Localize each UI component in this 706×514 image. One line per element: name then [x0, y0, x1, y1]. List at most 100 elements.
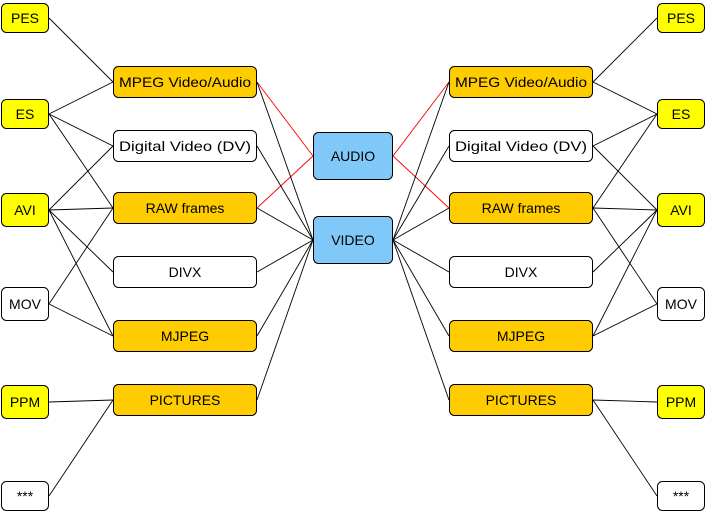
node-box-more-left — [1, 481, 49, 511]
node-label-mov-left: MOV — [9, 296, 42, 312]
node-box-dv-left — [113, 130, 257, 162]
node-mpeg-right: MPEG Video/Audio — [449, 66, 593, 98]
edge-mpeg-right-to-es-right — [592, 81, 658, 115]
node-box-pictures-right — [449, 384, 593, 416]
node-mjpeg-left: MJPEG — [113, 320, 257, 352]
node-box-divx-left — [113, 256, 257, 288]
edge-raw-right-to-avi-right — [592, 207, 658, 211]
node-label-dv-left: Digital Video (DV) — [119, 138, 251, 154]
node-label-mpeg-right: MPEG Video/Audio — [455, 74, 587, 90]
node-box-raw-right — [449, 192, 593, 224]
node-dv-right: Digital Video (DV) — [449, 130, 593, 162]
node-audio: AUDIO — [313, 132, 393, 180]
node-label-pes-left: PES — [11, 10, 39, 26]
node-avi-right: AVI — [657, 193, 705, 227]
node-label-divx-left: DIVX — [169, 264, 202, 280]
node-label-mov-right: MOV — [665, 296, 698, 312]
node-box-ppm-left — [1, 385, 49, 419]
edge-raw-right-to-es-right — [592, 113, 658, 209]
edge-layer — [48, 17, 658, 497]
node-box-mjpeg-right — [449, 320, 593, 352]
edge-raw-left-to-video — [256, 207, 314, 241]
node-divx-right: DIVX — [449, 256, 593, 288]
node-raw-left: RAW frames — [113, 192, 257, 224]
node-box-es-left — [1, 99, 49, 129]
edge-avi-left-to-raw-left — [48, 207, 114, 211]
node-mpeg-left: MPEG Video/Audio — [113, 66, 257, 98]
edge-mpeg-left-to-video — [256, 81, 314, 241]
node-label-pictures-right: PICTURES — [486, 392, 557, 408]
node-pes-right: PES — [657, 3, 705, 33]
edge-dv-right-to-avi-right — [592, 145, 658, 211]
edge-dv-left-to-video — [256, 145, 314, 241]
node-label-raw-right: RAW frames — [482, 200, 561, 216]
node-mjpeg-right: MJPEG — [449, 320, 593, 352]
edge-es-left-to-mpeg-left — [48, 81, 114, 115]
edge-es-left-to-raw-left — [48, 113, 114, 209]
node-es-left: ES — [1, 99, 49, 129]
edge-pes-left-to-mpeg-left — [48, 17, 114, 83]
node-box-avi-left — [1, 193, 49, 227]
edge-mpeg-right-to-pes-right — [592, 17, 658, 83]
edge-dv-right-to-es-right — [592, 113, 658, 147]
node-label-es-right: ES — [672, 106, 691, 122]
node-label-audio: AUDIO — [331, 148, 375, 164]
node-label-mpeg-left: MPEG Video/Audio — [119, 74, 251, 90]
edge-pictures-right-to-more-right — [592, 399, 658, 497]
node-label-divx-right: DIVX — [505, 264, 538, 280]
node-box-dv-right — [449, 130, 593, 162]
node-label-more-left: *** — [17, 488, 34, 504]
edge-video-to-pictures-right — [392, 239, 450, 401]
node-label-avi-left: AVI — [14, 202, 36, 218]
node-video: VIDEO — [313, 216, 393, 264]
node-dv-left: Digital Video (DV) — [113, 130, 257, 162]
node-box-video — [313, 216, 393, 264]
node-box-pes-right — [657, 3, 705, 33]
node-box-pes-left — [1, 3, 49, 33]
edge-mov-left-to-mjpeg-left — [48, 303, 114, 337]
node-box-audio — [313, 132, 393, 180]
node-box-mov-right — [657, 287, 705, 321]
edge-avi-left-to-divx-left — [48, 209, 114, 273]
node-layer: PES ES AVI MOV PPM *** MPEG Video/AudioDigital… — [1, 3, 705, 511]
node-label-raw-left: RAW frames — [146, 200, 225, 216]
edge-video-to-dv-right — [392, 145, 450, 241]
edge-avi-left-to-mjpeg-left — [48, 209, 114, 337]
node-label-es-left: ES — [16, 106, 35, 122]
node-ppm-left: PPM — [1, 385, 49, 419]
node-box-ppm-right — [657, 385, 705, 419]
node-ppm-right: PPM — [657, 385, 705, 419]
node-avi-left: AVI — [1, 193, 49, 227]
node-box-divx-right — [449, 256, 593, 288]
edge-mjpeg-right-to-mov-right — [592, 303, 658, 337]
edge-video-to-raw-right — [392, 207, 450, 241]
edge-mjpeg-left-to-video — [256, 239, 314, 337]
node-label-avi-right: AVI — [670, 202, 692, 218]
node-raw-right: RAW frames — [449, 192, 593, 224]
node-box-raw-left — [113, 192, 257, 224]
node-label-ppm-left: PPM — [10, 394, 40, 410]
node-more-right: *** — [657, 481, 705, 511]
node-box-mpeg-right — [449, 66, 593, 98]
edge-raw-left-to-audio — [256, 155, 314, 209]
node-es-right: ES — [657, 99, 705, 129]
edge-divx-left-to-video — [256, 239, 314, 273]
node-pictures-left: PICTURES — [113, 384, 257, 416]
edge-raw-right-to-mov-right — [592, 207, 658, 305]
node-label-dv-right: Digital Video (DV) — [455, 138, 587, 154]
edge-more-left-to-pictures-left — [48, 399, 114, 497]
edge-es-left-to-dv-left — [48, 113, 114, 147]
edge-divx-right-to-avi-right — [592, 209, 658, 273]
edge-pictures-left-to-video — [256, 239, 314, 401]
node-mov-left: MOV — [1, 287, 49, 321]
node-label-mjpeg-left: MJPEG — [161, 328, 209, 344]
node-label-ppm-right: PPM — [666, 394, 696, 410]
edge-video-to-divx-right — [392, 239, 450, 273]
edge-avi-left-to-dv-left — [48, 145, 114, 211]
node-mov-right: MOV — [657, 287, 705, 321]
edge-audio-to-raw-right — [392, 155, 450, 209]
node-box-mjpeg-left — [113, 320, 257, 352]
node-label-pictures-left: PICTURES — [150, 392, 221, 408]
node-divx-left: DIVX — [113, 256, 257, 288]
edge-video-to-mjpeg-right — [392, 239, 450, 337]
